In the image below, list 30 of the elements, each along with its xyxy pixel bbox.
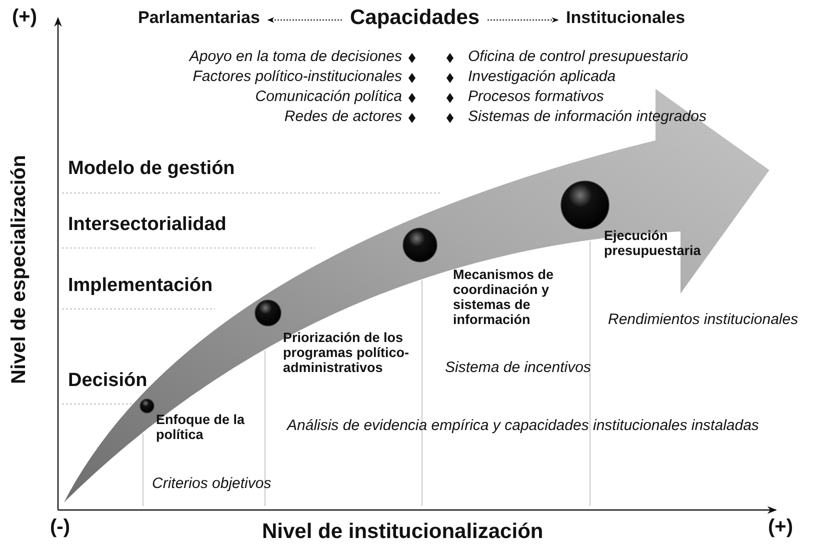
note-text: Criterios objetivos (152, 474, 272, 493)
list-item: Procesos formativos (468, 88, 604, 105)
heading-label: Parlamentarias (138, 8, 260, 28)
stage-label: Ejecución presupuestaria (604, 228, 702, 258)
list-item: Sistemas de información integrados (468, 108, 706, 125)
heading-label: Capacidades (350, 6, 480, 30)
axis-sign: (-) (50, 516, 70, 539)
level-label: Decisión (68, 370, 148, 392)
note-text: Sistema de incentivos (445, 358, 591, 377)
axis-title: Nivel de especialización (8, 155, 31, 384)
stage-label: Mecanismos de coordinación y sistemas de información (453, 267, 555, 327)
list-item: Redes de actores (283, 108, 402, 125)
note-text: Rendimientos institucionales (608, 310, 798, 329)
level-label: Implementación (68, 275, 213, 297)
arrow (487, 17, 559, 23)
list-item: Comunicación política (254, 88, 402, 105)
list-item: Investigación aplicada (468, 68, 616, 85)
axis-sign: (+) (12, 6, 37, 29)
note-text: Análisis de evidencia empírica y capacidades institucionales instaladas (287, 416, 760, 435)
list-item: Apoyo en la toma de decisiones (188, 48, 402, 65)
stage-label: Priorización de los programas político-administrativos (283, 330, 410, 375)
axis-title: Nivel de institucionalización (262, 520, 544, 544)
heading-label: Institucionales (566, 8, 686, 28)
arrow (267, 17, 342, 23)
stage-label: Enfoque de la política (156, 412, 246, 442)
level-label: Modelo de gestión (68, 158, 235, 180)
list-item: Oficina de control presupuestario (468, 48, 688, 65)
list-item: Factores político-institucionales (192, 68, 402, 85)
axis-sign: (+) (768, 516, 793, 539)
level-label: Intersectorialidad (68, 214, 226, 236)
